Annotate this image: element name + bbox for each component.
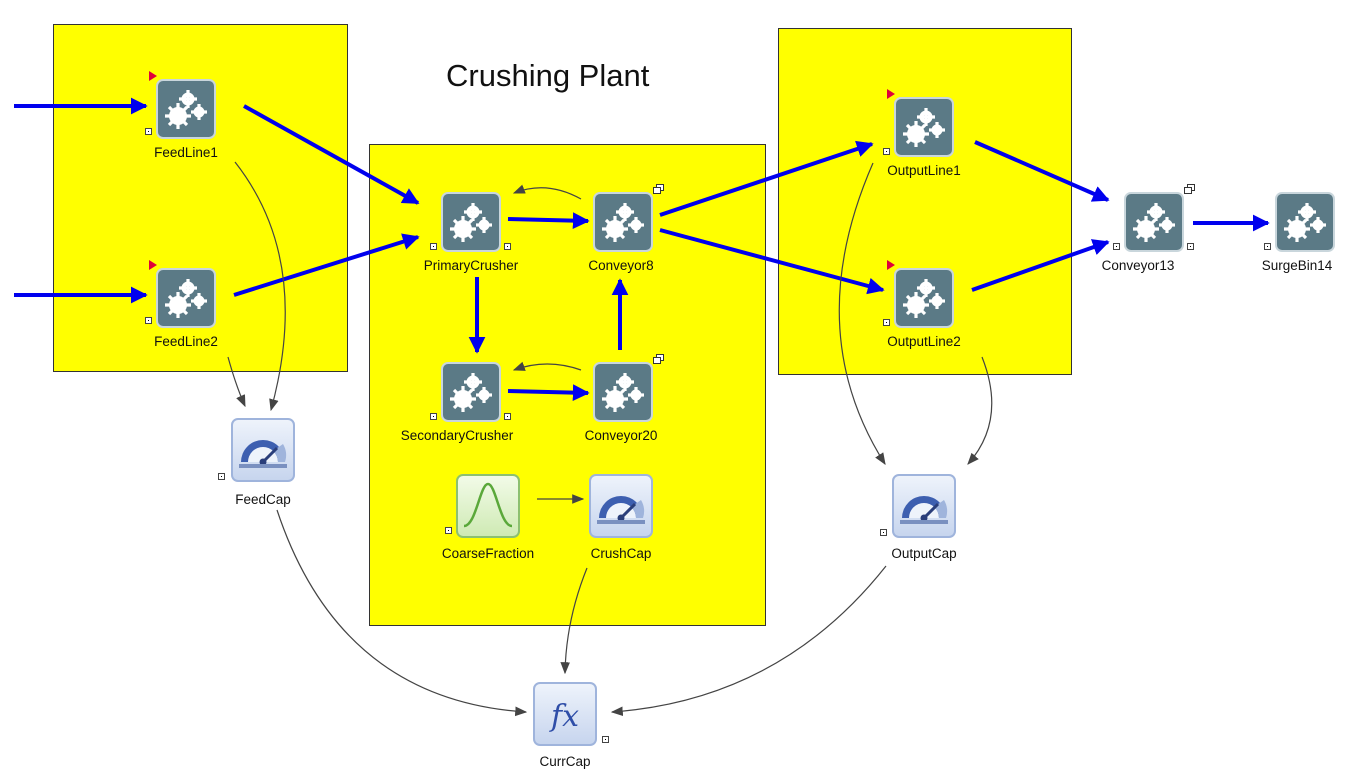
gears-icon bbox=[894, 268, 954, 328]
port-icon[interactable] bbox=[145, 128, 152, 135]
gears-icon bbox=[593, 362, 653, 422]
gears-icon bbox=[593, 192, 653, 252]
port-icon[interactable] bbox=[1264, 243, 1271, 250]
node-currcap[interactable]: fx CurrCap bbox=[533, 682, 609, 769]
expand-icon[interactable] bbox=[653, 354, 664, 364]
dep-outputline2-outputcap bbox=[967, 356, 993, 465]
flow-feedline1-primarycrusher bbox=[243, 104, 420, 205]
flow-feedline2-primarycrusher bbox=[233, 233, 420, 297]
node-outputcap[interactable]: OutputCap bbox=[880, 474, 957, 561]
entry-flag-icon bbox=[149, 260, 157, 270]
node-label: Conveyor13 bbox=[1101, 258, 1175, 273]
gears-icon bbox=[1275, 192, 1335, 252]
gears-icon bbox=[441, 362, 501, 422]
port-icon[interactable] bbox=[1113, 243, 1120, 250]
node-label: SurgeBin14 bbox=[1261, 258, 1333, 273]
dep-conveyor8-primarycrusher bbox=[512, 184, 582, 200]
node-feedline2[interactable]: FeedLine2 bbox=[145, 260, 218, 349]
port-icon[interactable] bbox=[145, 317, 152, 324]
node-label: SecondaryCrusher bbox=[400, 428, 514, 443]
node-label: FeedLine1 bbox=[154, 145, 218, 160]
node-label: CrushCap bbox=[590, 546, 652, 561]
port-icon[interactable] bbox=[504, 243, 511, 250]
crushing-group[interactable] bbox=[369, 144, 766, 626]
flow-conveyor8-outputline2 bbox=[659, 228, 885, 295]
node-label: OutputCap bbox=[891, 546, 957, 561]
gears-icon bbox=[156, 268, 216, 328]
dep-outputline1-outputcap bbox=[838, 162, 886, 466]
node-feedline1[interactable]: FeedLine1 bbox=[145, 71, 218, 160]
entry-flag-icon bbox=[149, 71, 157, 81]
port-icon[interactable] bbox=[883, 319, 890, 326]
port-icon[interactable] bbox=[602, 736, 609, 743]
node-primarycrusher[interactable]: PrimaryCrusher bbox=[424, 192, 518, 273]
node-secondarycrusher[interactable]: SecondaryCrusher bbox=[401, 362, 513, 443]
expand-icon[interactable] bbox=[1184, 184, 1195, 194]
port-icon[interactable] bbox=[883, 148, 890, 155]
node-coarsefraction[interactable]: CoarseFraction bbox=[442, 474, 534, 561]
node-label: FeedLine2 bbox=[154, 334, 218, 349]
node-conveyor13[interactable]: Conveyor13 bbox=[1102, 184, 1195, 273]
node-label: CurrCap bbox=[539, 754, 591, 769]
gauge-icon bbox=[892, 474, 956, 538]
dep-feedline2-feedcap bbox=[227, 356, 246, 408]
node-label: OutputLine1 bbox=[887, 163, 961, 178]
node-label: PrimaryCrusher bbox=[423, 258, 519, 273]
flow-conveyor8-outputline1 bbox=[659, 140, 874, 217]
node-conveyor20[interactable]: Conveyor20 bbox=[585, 354, 664, 443]
gears-icon bbox=[1124, 192, 1184, 252]
dep-outputcap-currcap bbox=[610, 565, 887, 717]
dep-feedcap-currcap bbox=[276, 509, 528, 717]
node-label: FeedCap bbox=[235, 492, 291, 507]
port-icon[interactable] bbox=[504, 413, 511, 420]
port-icon[interactable] bbox=[1187, 243, 1194, 250]
node-label: OutputLine2 bbox=[887, 334, 961, 349]
node-label: CoarseFraction bbox=[441, 546, 535, 561]
gears-icon bbox=[156, 79, 216, 139]
port-icon[interactable] bbox=[445, 527, 452, 534]
node-outputline1[interactable]: OutputLine1 bbox=[883, 89, 961, 178]
diagram-title: Crushing Plant bbox=[446, 58, 650, 93]
flow-secondarycrusher-conveyor20 bbox=[507, 384, 590, 402]
expand-icon[interactable] bbox=[653, 184, 664, 194]
port-icon[interactable] bbox=[430, 413, 437, 420]
node-outputline2[interactable]: OutputLine2 bbox=[883, 260, 961, 349]
dep-crushcap-currcap bbox=[560, 567, 588, 675]
port-icon[interactable] bbox=[430, 243, 437, 250]
gears-icon bbox=[894, 97, 954, 157]
port-icon[interactable] bbox=[218, 473, 225, 480]
node-label: Conveyor8 bbox=[588, 258, 654, 273]
dep-conveyor20-secondarycrusher bbox=[512, 361, 582, 371]
distribution-curve-icon bbox=[456, 474, 520, 538]
port-icon[interactable] bbox=[880, 529, 887, 536]
dep-feedline1-feedcap bbox=[234, 161, 286, 412]
gauge-icon bbox=[231, 418, 295, 482]
node-conveyor8[interactable]: Conveyor8 bbox=[588, 184, 664, 273]
flow-outputline1-conveyor13 bbox=[974, 140, 1110, 202]
node-label: Conveyor20 bbox=[584, 428, 658, 443]
flow-outputline2-conveyor13 bbox=[971, 239, 1110, 292]
gauge-icon bbox=[589, 474, 653, 538]
node-surgebin14[interactable]: SurgeBin14 bbox=[1262, 192, 1335, 273]
flow-primarycrusher-conveyor8 bbox=[507, 212, 590, 230]
svg-text:fx: fx bbox=[549, 699, 579, 734]
node-feedcap[interactable]: FeedCap bbox=[218, 418, 295, 507]
node-crushcap[interactable]: CrushCap bbox=[589, 474, 653, 561]
function-icon: fx bbox=[533, 682, 597, 746]
output-group[interactable] bbox=[778, 28, 1072, 375]
gears-icon bbox=[441, 192, 501, 252]
entry-flag-icon bbox=[887, 260, 895, 270]
entry-flag-icon bbox=[887, 89, 895, 99]
